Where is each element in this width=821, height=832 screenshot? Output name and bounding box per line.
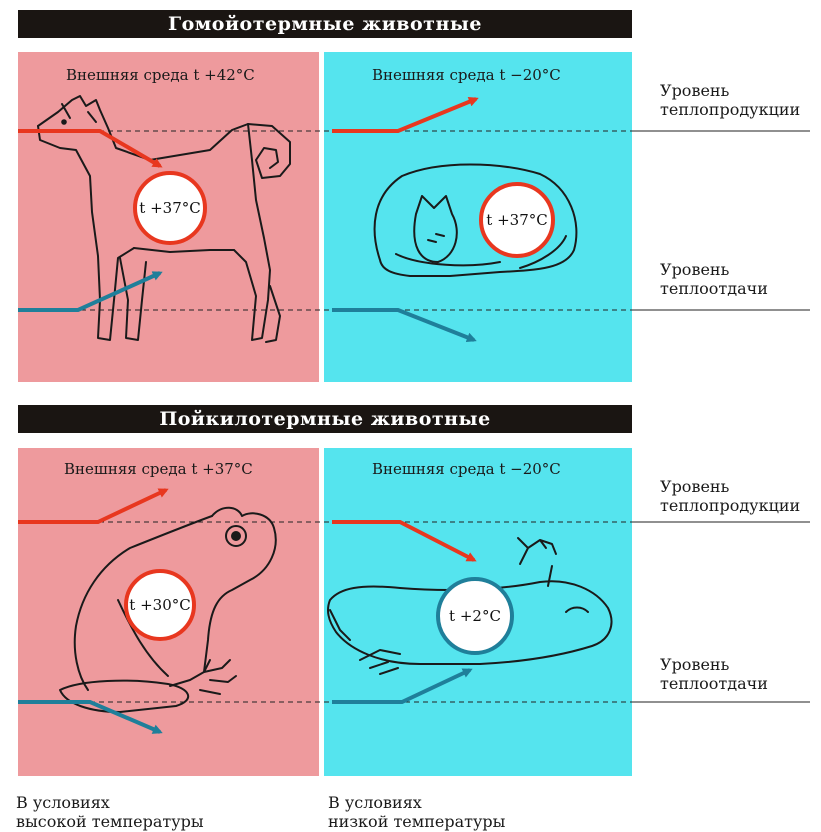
body-temp-circle-homeo-warm: t +37°С	[135, 173, 205, 243]
body-temp-label: t +30°С	[129, 596, 190, 614]
body-temp-circle-poikilo-warm: t +30°С	[126, 571, 194, 639]
loss-arrow-homeo-cold	[332, 310, 474, 340]
body-temp-label: t +37°С	[486, 211, 547, 229]
body-temp-circle-homeo-cold: t +37°С	[481, 184, 553, 256]
body-temp-circle-poikilo-cold: t +2°С	[438, 579, 512, 653]
body-temp-label: t +2°С	[449, 607, 501, 625]
production-arrow-poikilo-warm	[18, 490, 166, 522]
loss-arrow-poikilo-warm	[18, 702, 160, 732]
loss-arrow-homeo-warm	[18, 273, 160, 310]
production-arrow-homeo-cold	[332, 99, 476, 131]
body-temp-label: t +37°С	[139, 199, 200, 217]
production-arrow-poikilo-cold	[332, 522, 474, 560]
loss-arrow-poikilo-cold	[332, 670, 470, 702]
